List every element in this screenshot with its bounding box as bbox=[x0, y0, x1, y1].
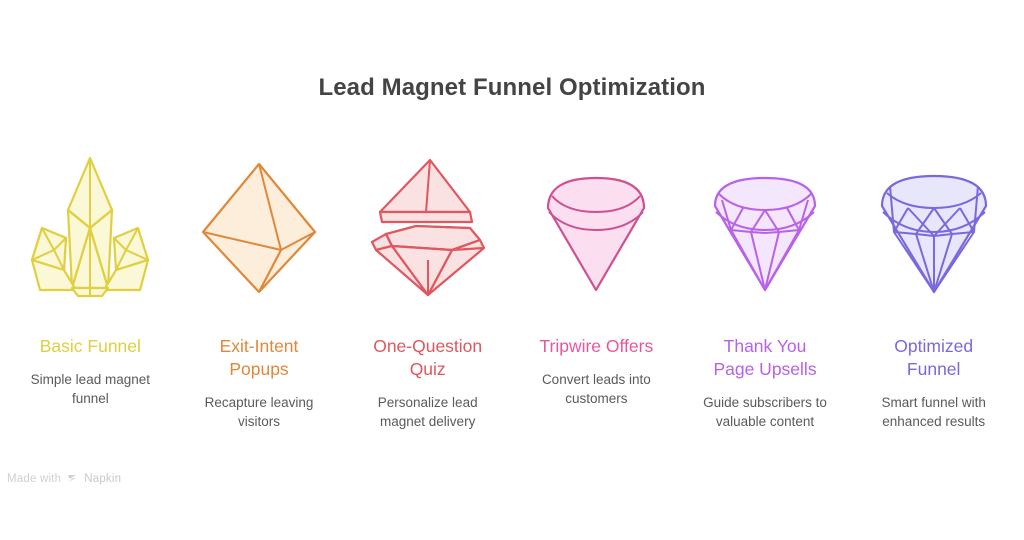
napkin-logo-icon bbox=[66, 472, 79, 485]
funnel-stage-item-5[interactable]: Thank You Page Upsells Guide subscribers… bbox=[681, 145, 850, 431]
funnel-stage-description-3: Personalize lead magnet delivery bbox=[377, 395, 478, 429]
split-gem-icon bbox=[353, 145, 503, 305]
octahedron-gem-icon bbox=[184, 145, 334, 305]
funnel-stage-item-3[interactable]: One-Question Quiz Personalize lead magne… bbox=[343, 145, 512, 431]
funnel-stage-label-6: Optimized Funnel bbox=[894, 336, 974, 379]
funnel-stage-description-2: Recapture leaving visitors bbox=[204, 395, 314, 429]
funnel-stage-description-1: Simple lead magnet funnel bbox=[30, 372, 150, 406]
page-title: Lead Magnet Funnel Optimization bbox=[318, 74, 706, 101]
funnel-stage-description-4: Convert leads into customers bbox=[541, 372, 651, 406]
funnel-stage-label-1: Basic Funnel bbox=[39, 336, 141, 356]
faceted-diamond-gem-icon bbox=[859, 145, 1009, 305]
footer-prefix-label: Made with bbox=[7, 472, 62, 485]
funnel-stage-item-2[interactable]: Exit-Intent Popups Recapture leaving vis… bbox=[175, 145, 344, 431]
footer-attribution[interactable]: Made with Napkin bbox=[7, 472, 121, 485]
funnel-stage-label-3: One-Question Quiz bbox=[373, 336, 483, 379]
funnel-stage-description-5: Guide subscribers to valuable content bbox=[703, 395, 827, 429]
funnel-stage-item-4[interactable]: Tripwire Offers Convert leads into custo… bbox=[512, 145, 681, 408]
round-cut-gem-icon bbox=[521, 145, 671, 305]
footer-brand-label: Napkin bbox=[84, 472, 122, 485]
brilliant-cut-gem-icon bbox=[690, 145, 840, 305]
funnel-stage-list: Basic Funnel Simple lead magnet funnel E… bbox=[0, 145, 1024, 431]
funnel-stage-label-5: Thank You Page Upsells bbox=[713, 336, 817, 379]
funnel-stage-item-6[interactable]: Optimized Funnel Smart funnel with enhan… bbox=[849, 145, 1018, 431]
funnel-stage-description-6: Smart funnel with enhanced results bbox=[881, 395, 986, 429]
crystal-cluster-gem-icon bbox=[15, 145, 165, 305]
funnel-stage-item-1[interactable]: Basic Funnel Simple lead magnet funnel bbox=[6, 145, 175, 408]
funnel-stage-label-2: Exit-Intent Popups bbox=[219, 336, 299, 379]
funnel-stage-label-4: Tripwire Offers bbox=[539, 336, 654, 356]
